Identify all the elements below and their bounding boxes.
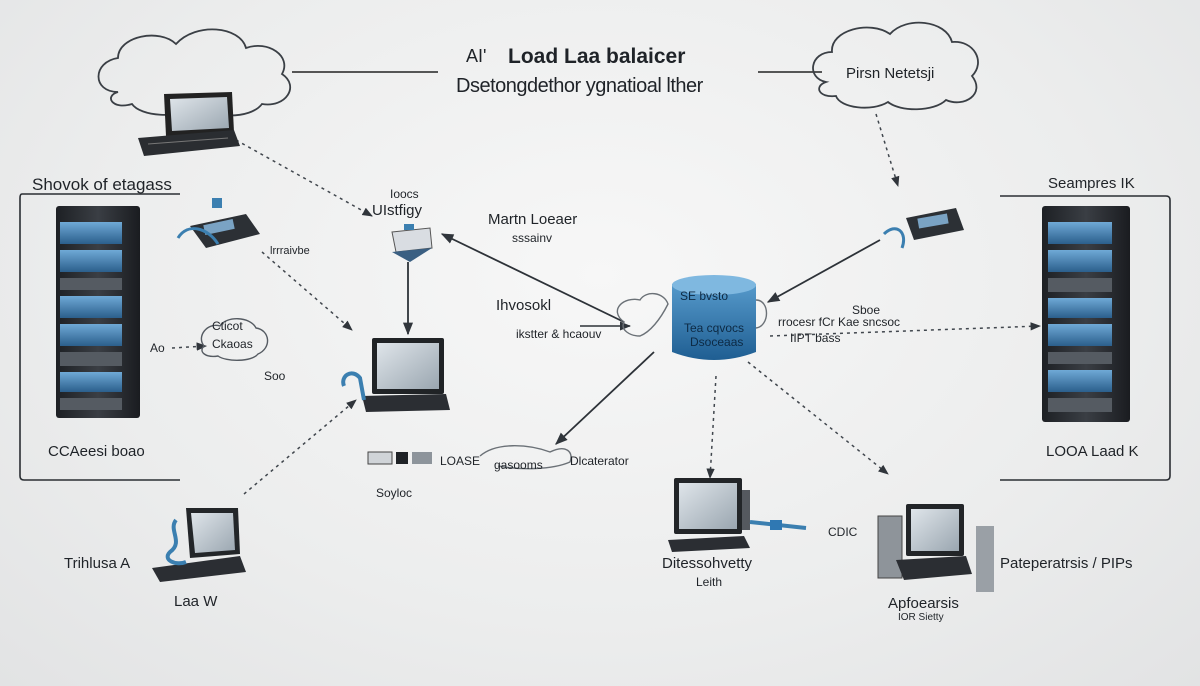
label-center-2: ikstter & hcaouv bbox=[516, 327, 602, 341]
label-left-box-title: Shovok of etagass bbox=[32, 175, 172, 194]
link-bottom-left-up bbox=[243, 399, 357, 495]
label-right-box-bottom: LOOA Laad K bbox=[1046, 443, 1139, 460]
label-center-1: Ihvosokl bbox=[496, 297, 552, 314]
title-prefix: AI' bbox=[466, 46, 487, 66]
arrow-right-router-to-hub bbox=[766, 239, 881, 303]
label-right-box-title: Seampres IK bbox=[1048, 175, 1135, 192]
label-right-mid-1: Sboe bbox=[852, 303, 881, 317]
label-bottom-left: Trihlusa A bbox=[64, 555, 131, 572]
label-left-cloud-2: Ckaoas bbox=[212, 337, 253, 351]
link-hub-to-bottom-mid bbox=[706, 375, 717, 480]
label-bottom-row-sub: Soyloc bbox=[376, 486, 413, 500]
label-bottom-row-3: Dlcaterator bbox=[570, 454, 629, 468]
label-hub-mid: Tea cqvocs bbox=[684, 321, 745, 335]
arrow-hub-to-main-logger bbox=[440, 233, 625, 323]
server-rack-left bbox=[56, 206, 140, 418]
label-left-cloud-1: Cticot bbox=[212, 319, 243, 333]
bottom-row-icons bbox=[367, 445, 572, 470]
label-bottom-left-sub: Laa W bbox=[174, 593, 218, 610]
label-bottom-right-sub: Apfoearsis bbox=[888, 595, 959, 612]
label-left-mid-small: lrrraivbe bbox=[270, 245, 310, 257]
hub-cube bbox=[616, 275, 768, 360]
label-center-top: UIstfigy bbox=[372, 202, 423, 219]
link-hub-to-bottom-right bbox=[747, 361, 889, 475]
right-enclosure bbox=[1000, 195, 1171, 481]
network-device-left bbox=[176, 198, 260, 248]
label-bottom-right: Pateperatrsis / PIPs bbox=[1000, 555, 1133, 572]
link-left-side bbox=[171, 342, 208, 351]
label-main-logger-title: Martn Loeaer bbox=[488, 211, 578, 228]
router-center bbox=[391, 224, 433, 262]
network-device-right bbox=[882, 208, 964, 249]
cloud-top-right bbox=[812, 21, 979, 111]
label-left-cloud-side: Ao bbox=[150, 341, 165, 355]
label-main-logger-sub: sssainv bbox=[512, 231, 553, 245]
label-bottom-mid-sub: Leith bbox=[696, 575, 723, 589]
laptop-bottom-left bbox=[152, 508, 246, 582]
arrow-hub-to-bottom-row bbox=[555, 351, 655, 445]
laptop-top-left bbox=[138, 92, 240, 156]
link-hub-to-right-server bbox=[769, 322, 1042, 337]
label-left-box-bottom: CCAeesi boao bbox=[48, 443, 145, 460]
left-enclosure bbox=[19, 193, 180, 481]
label-left-cloud-bottom: Soo bbox=[264, 369, 286, 383]
monitor-bottom-mid bbox=[668, 478, 807, 552]
label-top-right-cloud: Pirsn Netetsji bbox=[846, 65, 935, 82]
link-left-device-down bbox=[261, 251, 353, 331]
label-right-mid-2: rrocesr fCr Kae sncsoc bbox=[778, 315, 901, 329]
title-subtitle: Dsetongdethor ygnatioal lther bbox=[456, 75, 703, 97]
label-hub-bottom: Dsoceaas bbox=[690, 335, 744, 349]
server-rack-right bbox=[1042, 206, 1130, 422]
title-main: Load Laa balaicer bbox=[508, 45, 686, 68]
link-laptop-to-router bbox=[235, 139, 373, 217]
label-right-mid-3: IIPT bass bbox=[790, 331, 841, 345]
label-center-top-small: Ioocs bbox=[390, 187, 419, 201]
cloud-top-left bbox=[97, 28, 292, 117]
label-bottom-row-1: LOASE bbox=[440, 454, 481, 468]
cloud-left-small bbox=[200, 318, 269, 361]
label-bottom-right-sub2: IOR Sietty bbox=[898, 612, 944, 623]
label-bottom-row-2: gasooms bbox=[494, 458, 543, 472]
label-hub-top: SE bvsto bbox=[680, 289, 729, 303]
label-cable: CDIC bbox=[828, 525, 858, 539]
workstation-center bbox=[341, 338, 450, 412]
label-bottom-mid: Ditessohvetty bbox=[662, 555, 753, 572]
workstation-bottom-right bbox=[877, 504, 994, 592]
link-cloud-to-right-router bbox=[875, 113, 900, 188]
